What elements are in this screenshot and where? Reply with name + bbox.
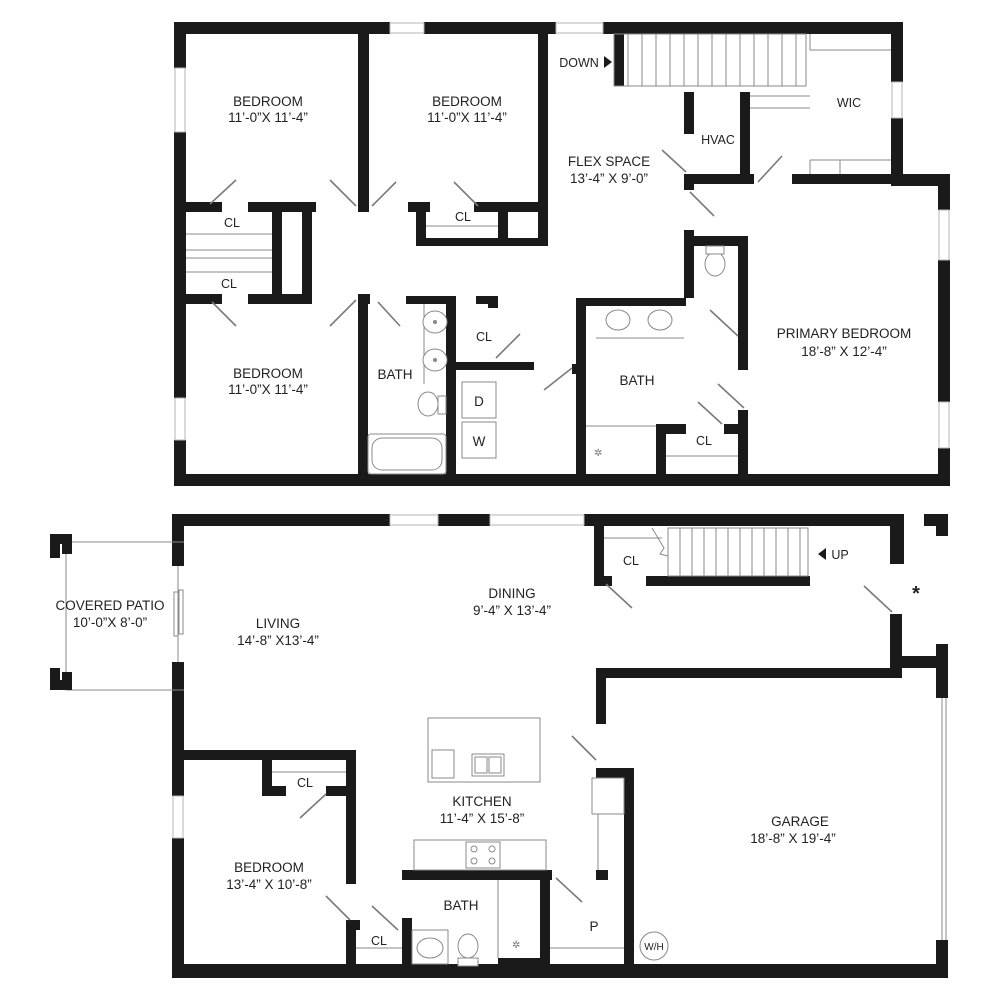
toilet-icon: [457, 933, 479, 959]
garage-size: 18’-8” X 19’-4”: [750, 831, 836, 846]
bath-label: BATH: [443, 898, 478, 913]
shower-head-icon: ✲: [594, 448, 602, 459]
dining-name: DINING: [488, 586, 535, 601]
water-heater-icon: [639, 931, 669, 961]
upper-door-swings: [209, 149, 783, 425]
dishwasher-icon: [431, 749, 455, 779]
washer-icon: [461, 421, 497, 459]
closet-stair-label: CL: [623, 554, 639, 568]
stairs-down-label: DOWN: [559, 56, 599, 70]
kitchen-name: KITCHEN: [452, 794, 511, 809]
bedroom-2-name: BEDROOM: [432, 94, 502, 109]
range-icon: [465, 841, 501, 869]
wic-label: WIC: [837, 96, 861, 110]
bedroom-3-size: 11’-0”X 11’-4”: [228, 382, 308, 397]
stairs-up-label: UP: [831, 548, 848, 562]
hall-bath-label: BATH: [377, 367, 412, 382]
toilet-icon: [417, 391, 439, 417]
garage-name: GARAGE: [771, 814, 829, 829]
upper-windows: [174, 22, 950, 449]
dryer-label: D: [474, 394, 484, 409]
lower-exterior-walls: [172, 514, 948, 978]
hvac-label: HVAC: [701, 133, 735, 147]
primary-bath-fixtures: ✲: [594, 245, 726, 459]
lower-interior-walls: [184, 526, 902, 978]
dining-size: 9’-4” X 13’-4”: [473, 603, 551, 618]
washer-label: W: [473, 434, 486, 449]
kitchen-fixtures: [413, 717, 625, 871]
stairs-down: [613, 33, 807, 87]
dryer-icon: [461, 381, 497, 419]
laundry: [461, 381, 497, 459]
lower-labels: COVERED PATIO 10’-0”X 8’-0” LIVING 14’-8…: [55, 548, 920, 953]
asterisk-mark: *: [912, 583, 920, 605]
water-heater-label: W/H: [644, 942, 663, 953]
closet-1-label: CL: [224, 216, 240, 230]
living-name: LIVING: [256, 616, 300, 631]
closet-3-label: CL: [455, 210, 471, 224]
up-arrow-icon: [818, 548, 826, 560]
sink-icon: [647, 309, 673, 331]
closet-4-label: CL: [476, 330, 492, 344]
sink-icon: [605, 309, 631, 331]
toilet-icon: [704, 251, 726, 277]
patio-posts: [50, 534, 72, 690]
pantry-label: P: [589, 919, 598, 934]
bedroom-1-name: BEDROOM: [233, 94, 303, 109]
bedroom-3-name: BEDROOM: [233, 366, 303, 381]
kitchen-size: 11’-4” X 15’-8”: [440, 811, 525, 826]
bedroom-1-size: 11’-0”X 11’-4”: [228, 110, 308, 125]
flex-space-size: 13’-4” X 9’-0”: [570, 171, 648, 186]
bedroom-size: 13’-4” X 10’-8”: [226, 877, 312, 892]
lower-windows: [172, 514, 585, 839]
lower-bath-fixtures: ✲: [411, 929, 669, 967]
covered-patio-size: 10’-0”X 8’-0”: [73, 615, 147, 630]
refrigerator-icon: [591, 777, 625, 815]
primary-bedroom-name: PRIMARY BEDROOM: [777, 326, 912, 341]
hall-bath-fixtures: [367, 310, 448, 475]
down-arrow-icon: [604, 56, 612, 68]
primary-bedroom-size: 18’-8” X 12’-4”: [801, 344, 887, 359]
closet-bedroom-label: CL: [297, 776, 313, 790]
upper-labels: BEDROOM 11’-0”X 11’-4” BEDROOM 11’-0”X 1…: [221, 56, 911, 449]
covered-patio-name: COVERED PATIO: [55, 598, 164, 613]
closet-2-label: CL: [221, 277, 237, 291]
lower-floor: ✲ COVERED PATIO 10’-0”X 8’-0” LIVING 14’…: [50, 514, 948, 978]
bedroom-2-size: 11’-0”X 11’-4”: [427, 110, 507, 125]
primary-bath-label: BATH: [619, 373, 654, 388]
upper-interior-walls: [186, 22, 902, 486]
garage-door: [941, 698, 947, 940]
closet-5-label: CL: [696, 434, 712, 448]
flex-space-name: FLEX SPACE: [568, 154, 650, 169]
upper-floor: ✲ BEDROOM 11’-0”X 11’-4” BEDROOM 11’-0”X: [174, 22, 950, 486]
closet-bath-label: CL: [371, 934, 387, 948]
stairs-up: [651, 527, 809, 577]
upper-exterior-walls: [174, 22, 950, 486]
bedroom-name: BEDROOM: [234, 860, 304, 875]
kitchen-sink-icon: [471, 753, 505, 777]
shower-head-icon: ✲: [512, 940, 520, 951]
living-size: 14’-8” X13’-4”: [237, 633, 319, 648]
lower-door-swings: [299, 583, 893, 931]
sliding-door: [173, 589, 184, 637]
